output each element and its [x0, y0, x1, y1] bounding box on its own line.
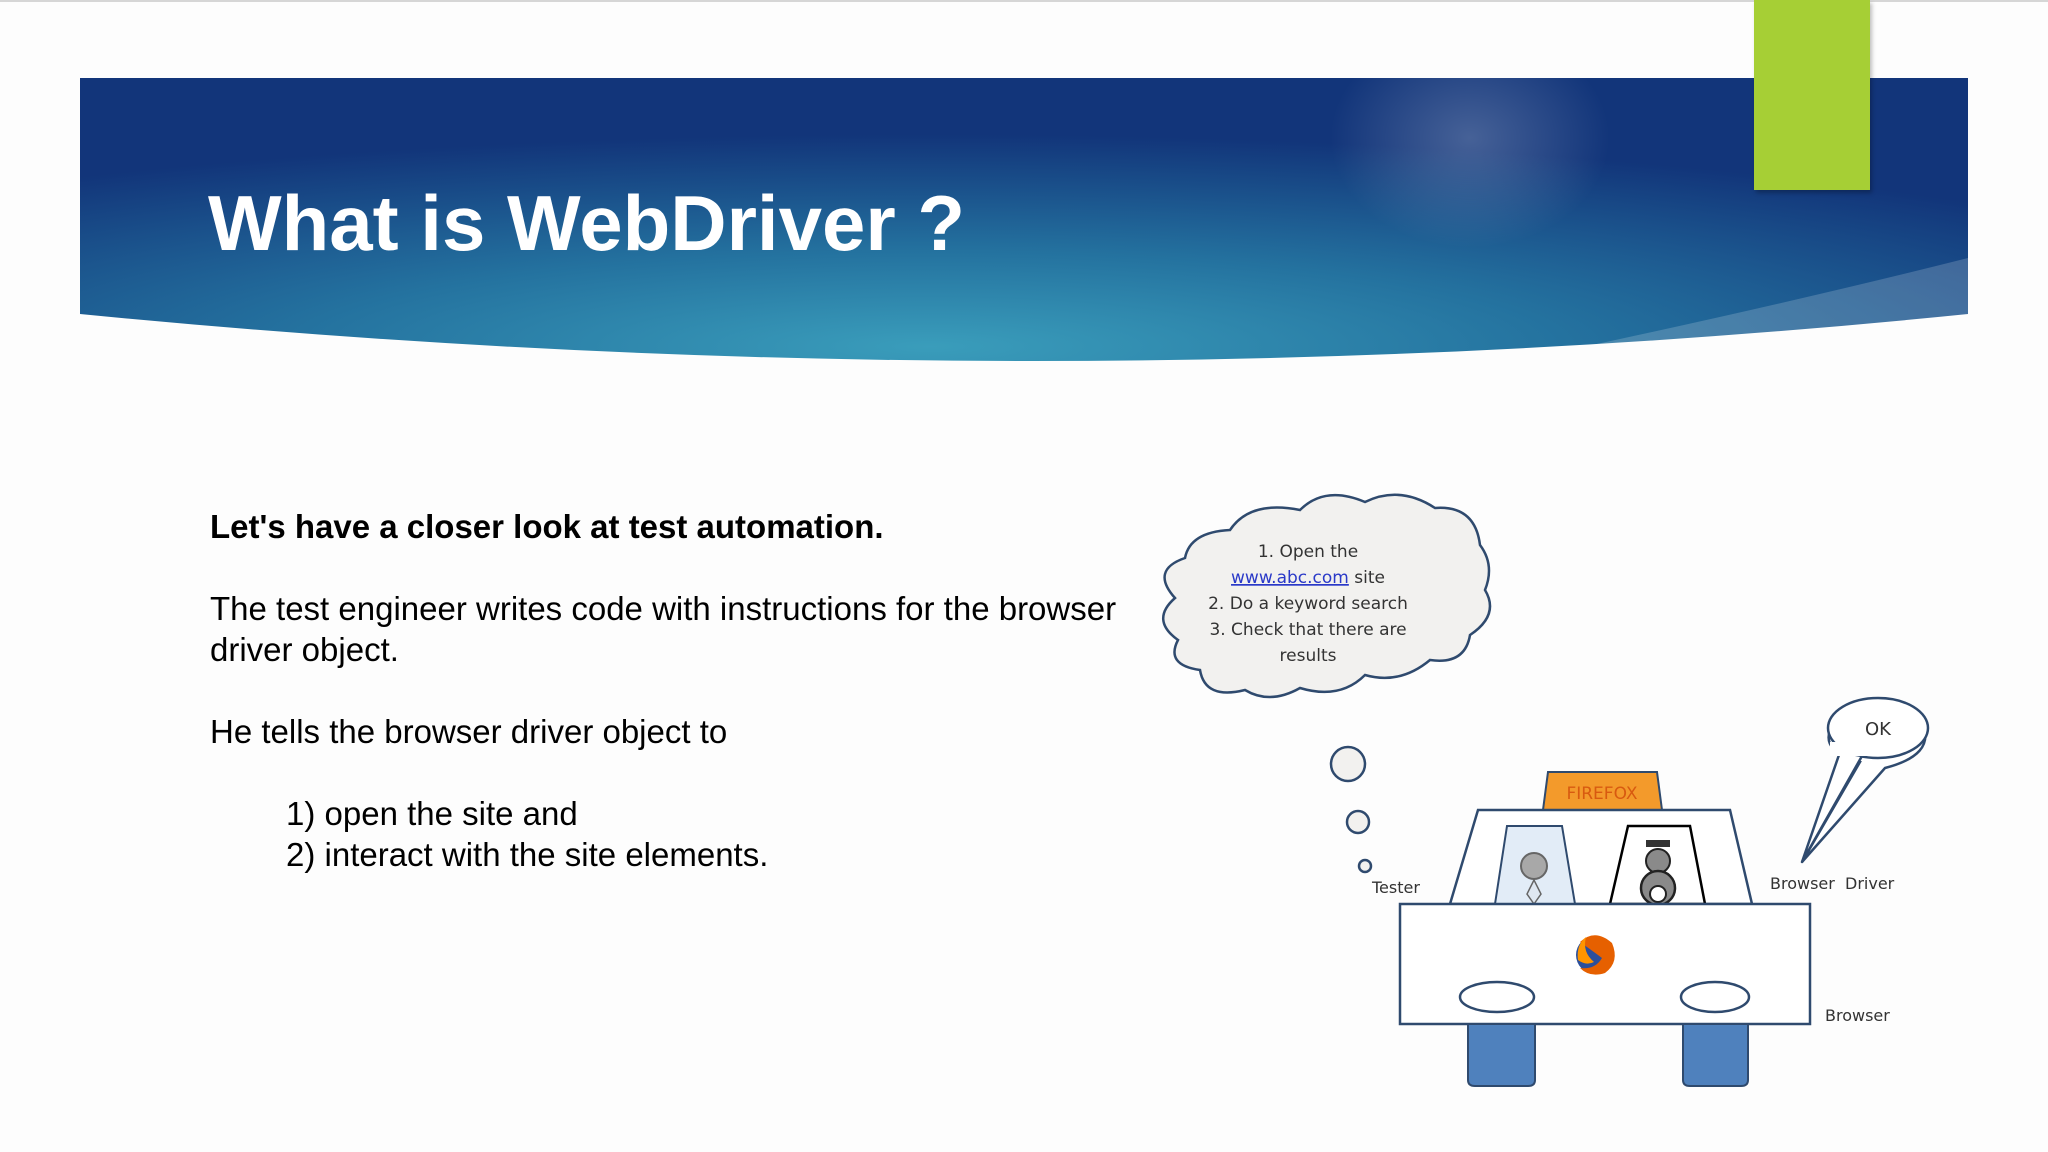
thought-line: results: [1280, 646, 1337, 666]
thought-line: 3. Check that there are: [1209, 620, 1406, 640]
svg-text:www.abc.com site: www.abc.com site: [1231, 568, 1385, 588]
thought-bubble: [1357, 858, 1373, 874]
step-item: 2) interact with the site elements.: [286, 836, 769, 873]
thought-line: 1. Open the: [1258, 542, 1358, 562]
headlight: [1679, 980, 1751, 1014]
thought-line: 2. Do a keyword search: [1208, 594, 1408, 614]
speech-text: OK: [1865, 719, 1892, 740]
firefox-logo-icon: [1576, 935, 1615, 975]
thought-cloud: 1. Open the www.abc.com site 2. Do a key…: [1162, 493, 1492, 699]
speech-bubble: OK: [1800, 696, 1930, 864]
thought-bubble: [1329, 745, 1367, 783]
browser-driver-label: Browser Driver: [1770, 874, 1895, 893]
site-link[interactable]: www.abc.com: [1231, 568, 1349, 588]
slide-body: Let's have a closer look at test automat…: [210, 506, 1170, 875]
paragraph-line: driver object.: [210, 631, 399, 668]
wheel: [1467, 1023, 1536, 1087]
thought-bubble: [1345, 809, 1371, 835]
car-cabin: [1448, 808, 1754, 906]
paragraph-line: The test engineer writes code with instr…: [210, 590, 1117, 627]
tester-label: Tester: [1371, 878, 1420, 897]
headlight: [1458, 980, 1536, 1014]
title-banner: [80, 78, 1968, 383]
slide-title: What is WebDriver ?: [208, 179, 966, 267]
thought-line: site: [1349, 568, 1385, 588]
top-rule: [0, 0, 2048, 2]
roof-sign-text: FIREFOX: [1566, 784, 1637, 804]
webdriver-illustration: 1. Open the www.abc.com site 2. Do a key…: [1150, 490, 2000, 1100]
lead-sentence: Let's have a closer look at test automat…: [210, 508, 884, 545]
car: FIREFOX: [1398, 771, 1812, 1087]
paragraph-line: He tells the browser driver object to: [210, 713, 728, 750]
wheel: [1682, 1023, 1749, 1087]
step-item: 1) open the site and: [286, 795, 578, 832]
browser-label: Browser: [1825, 1006, 1890, 1025]
accent-tab: [1754, 0, 1870, 190]
